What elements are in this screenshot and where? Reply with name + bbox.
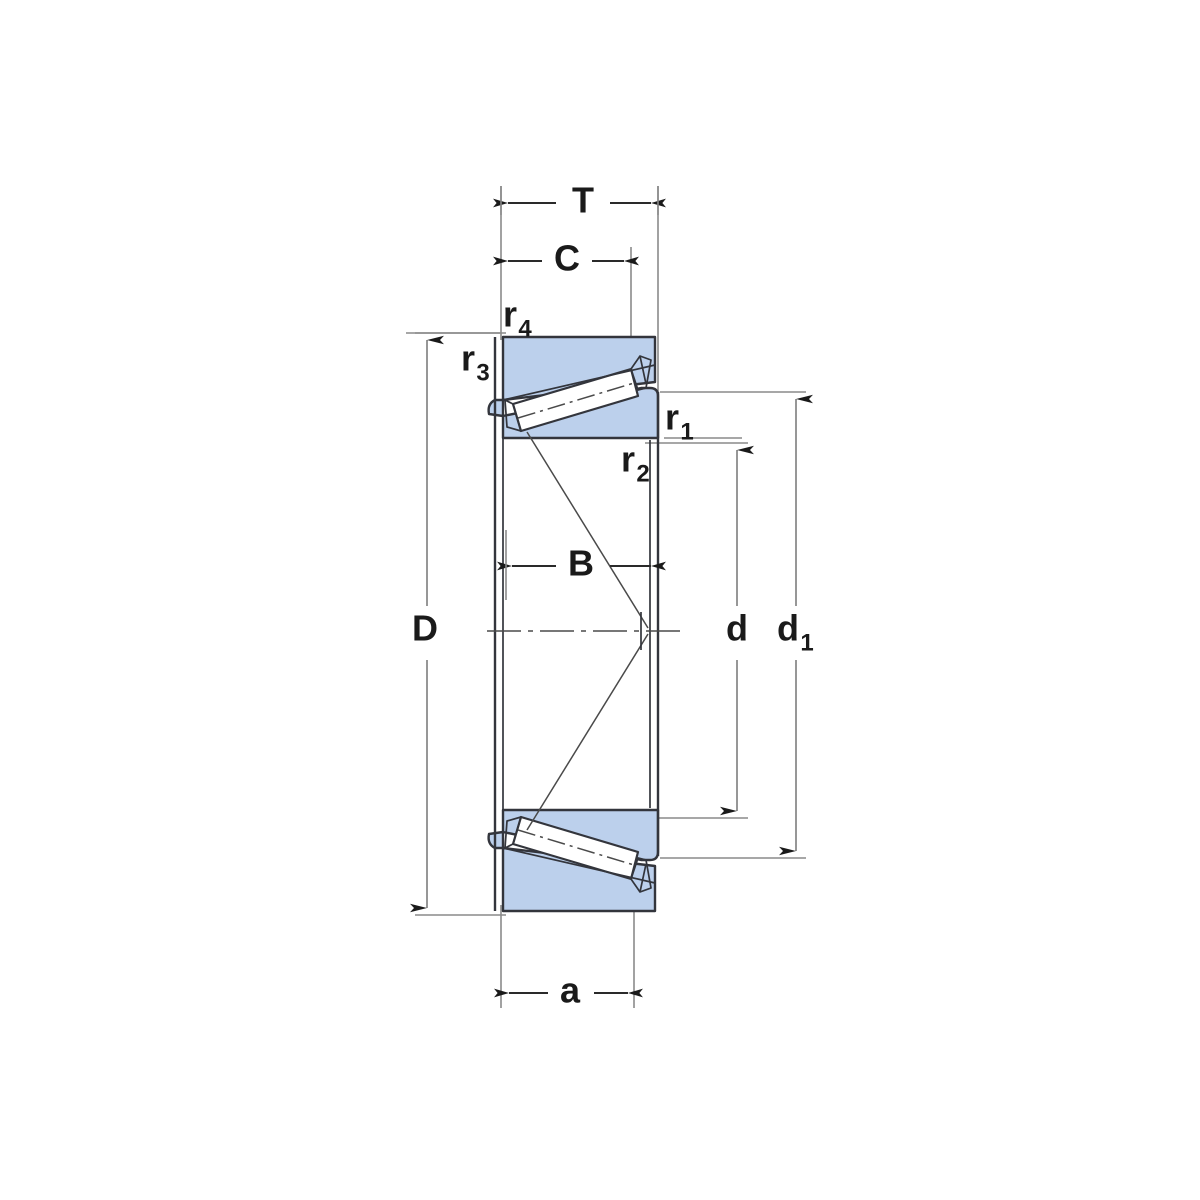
roller-axis-upper [517,382,635,419]
label-C: C [554,238,580,279]
construction-lines [487,431,680,831]
label-r4-base: r [503,294,517,335]
label-B: B [568,543,594,584]
cone-rib-upper [630,355,652,391]
ring-section-walls [493,337,660,911]
label-r2-subscript: 2 [636,460,649,487]
label-r1-base: r [665,397,679,438]
label-r3-subscript: 3 [476,359,489,386]
bearing-lower-half [487,808,660,913]
label-d1-base: d [777,608,799,649]
roller-axis-lower [517,829,635,866]
label-T: T [572,180,594,221]
label-r3: r 3 [461,338,490,387]
cone-rib-lower [630,857,652,893]
label-C-base: C [554,238,580,279]
label-d-base: d [726,608,748,649]
label-r4-subscript: 4 [518,315,532,342]
label-a-base: a [560,970,581,1011]
label-T-base: T [572,180,594,221]
label-r1-subscript: 1 [680,418,693,445]
dimension-B [497,530,666,600]
taper-construction-lower [526,633,649,831]
cone-small-rib-upper [504,399,522,432]
label-r2: r 2 [621,439,650,488]
radius-leader-lines [406,332,742,439]
label-a: a [560,970,581,1011]
dimension-T [493,186,666,215]
label-r2-base: r [621,439,635,480]
label-r3-base: r [461,338,475,379]
cone-small-rib-lower [504,816,522,849]
label-D: D [412,608,438,649]
label-d: d [726,608,748,649]
taper-construction-upper [526,431,649,629]
label-D-base: D [412,608,438,649]
label-r4: r 4 [503,294,532,343]
bearing-upper-half [487,335,660,440]
label-r1: r 1 [665,397,694,446]
dimension-labels: T C B a D d d 1 r 1 [412,180,814,1011]
label-d1: d 1 [777,608,814,657]
label-d1-subscript: 1 [800,629,813,656]
label-B-base: B [568,543,594,584]
